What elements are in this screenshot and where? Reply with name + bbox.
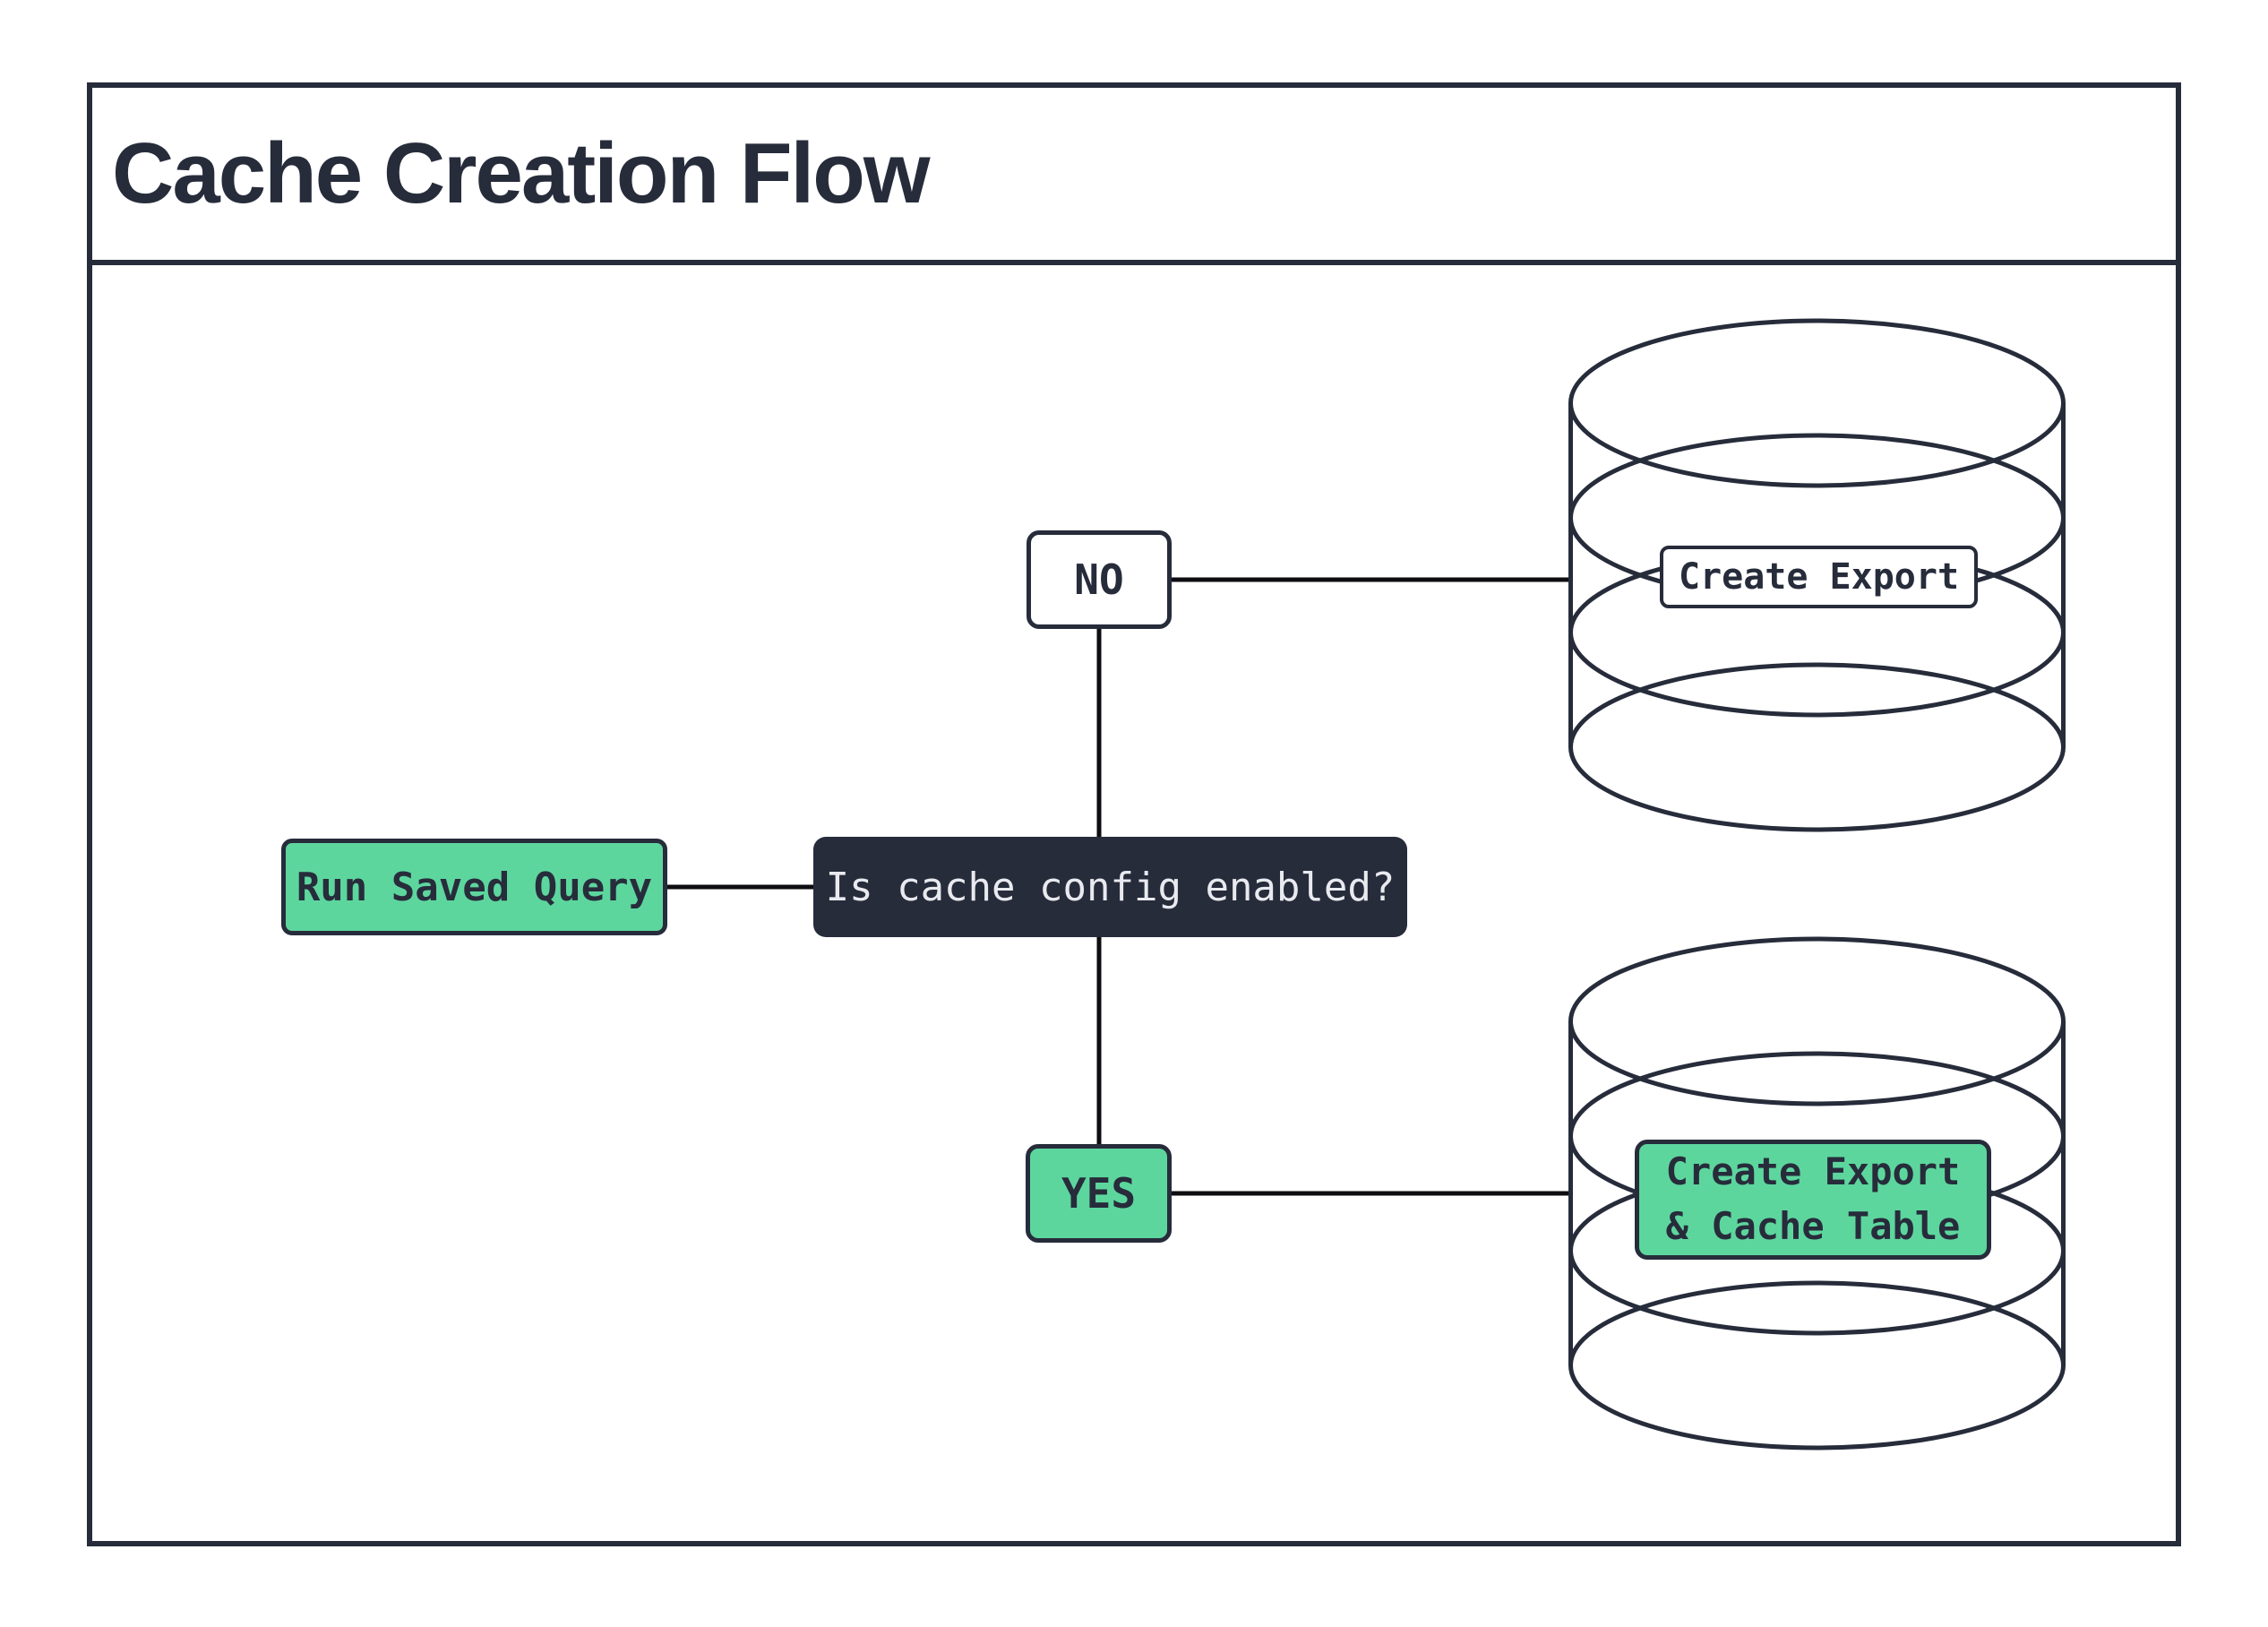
run-saved-query-label: Run Saved Query — [296, 864, 653, 910]
cache-config-decision-label: Is cache config enabled? — [825, 864, 1396, 910]
create-export-cache-line1: Create Export — [1665, 1149, 1961, 1194]
page-title: Cache Creation Flow — [112, 125, 930, 221]
create-export-label: Create Export — [1660, 546, 1978, 608]
run-saved-query-node: Run Saved Query — [281, 839, 667, 935]
title-bar: Cache Creation Flow — [92, 88, 2176, 265]
no-branch-node: NO — [1027, 530, 1172, 629]
yes-branch-label: YES — [1061, 1169, 1137, 1218]
create-export-label-text: Create Export — [1678, 556, 1960, 598]
diagram-frame: Cache Creation Flow — [87, 82, 2181, 1546]
cache-config-decision-node: Is cache config enabled? — [813, 837, 1407, 937]
create-export-cache-line2: & Cache Table — [1665, 1204, 1961, 1248]
no-branch-label: NO — [1074, 555, 1124, 604]
create-export-cache-table-label: Create Export & Cache Table — [1635, 1140, 1991, 1260]
yes-branch-node: YES — [1026, 1144, 1172, 1243]
